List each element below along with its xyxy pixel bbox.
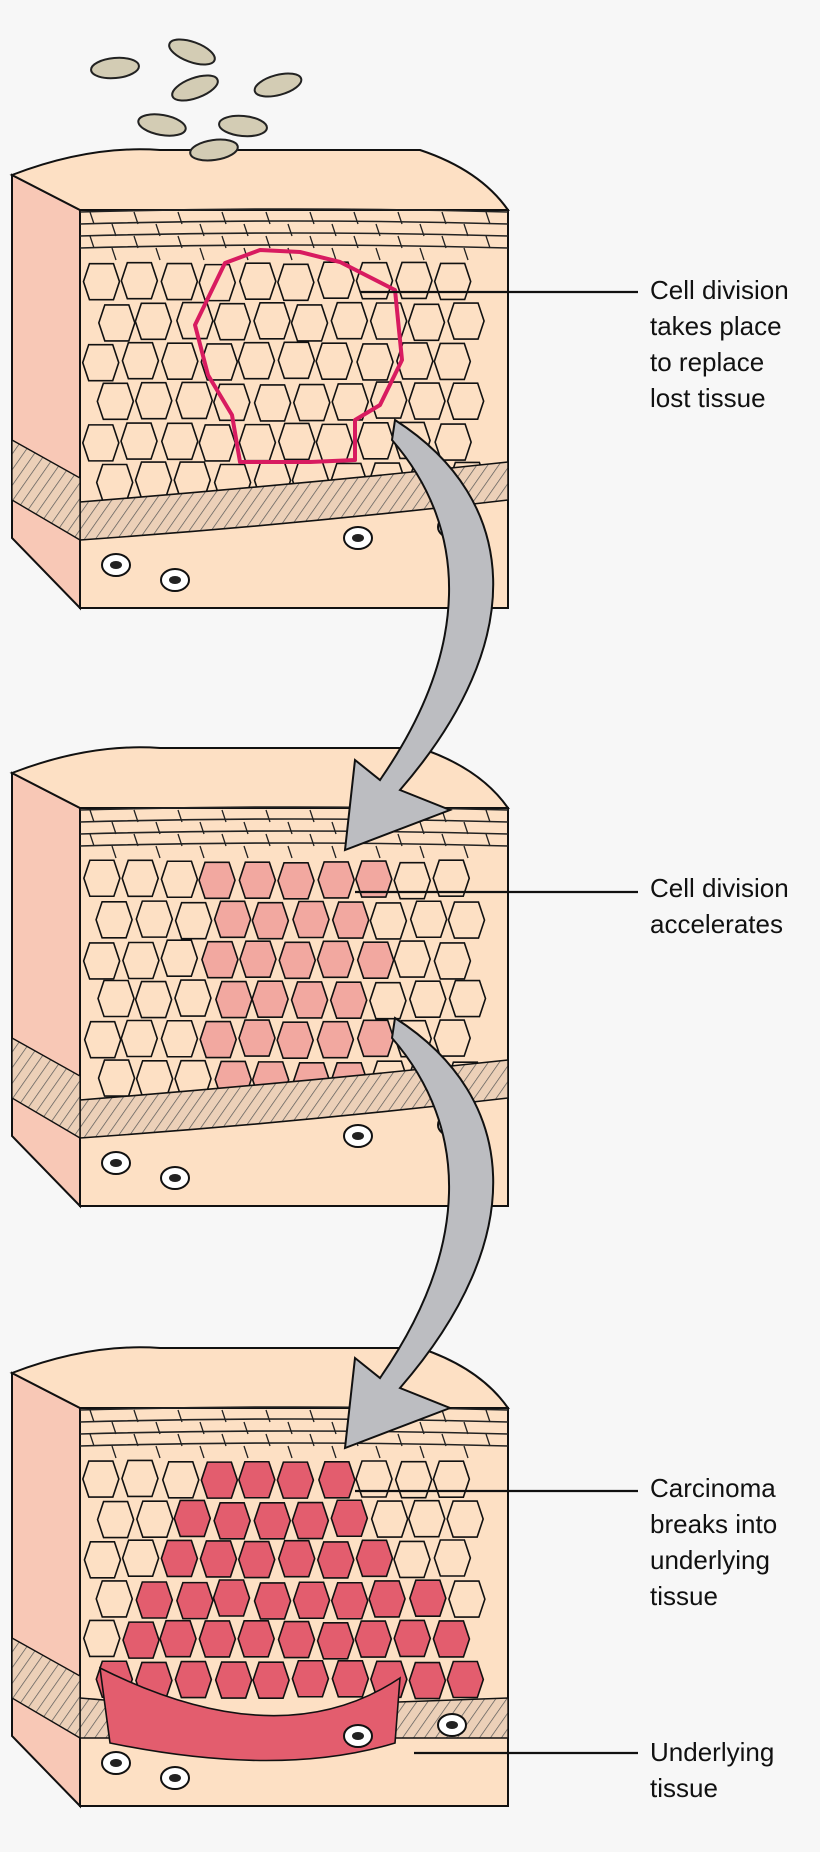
- shed-cell: [137, 113, 187, 137]
- shed-cell: [253, 72, 303, 98]
- label-carcinoma-breaks: Carcinoma breaks into underlying tissue: [650, 1473, 778, 1611]
- progression-arrow: [343, 1016, 495, 1450]
- shed-cells: [90, 38, 303, 162]
- shed-cell: [90, 56, 140, 80]
- shed-cell: [189, 138, 239, 162]
- shed-cell: [171, 74, 219, 102]
- tissue-block-2: [9, 746, 510, 1209]
- shed-cell: [168, 38, 216, 66]
- shed-cell: [218, 114, 268, 138]
- label-underlying-tissue: Underlying tissue: [650, 1737, 775, 1803]
- tissue-block-1: [9, 148, 510, 611]
- label-cell-division-accelerates: Cell division accelerates: [650, 873, 789, 939]
- progression-arrow: [343, 418, 495, 852]
- tissue-block-3: [9, 1346, 510, 1809]
- label-cell-division-replace: Cell division takes place to replace los…: [650, 275, 789, 413]
